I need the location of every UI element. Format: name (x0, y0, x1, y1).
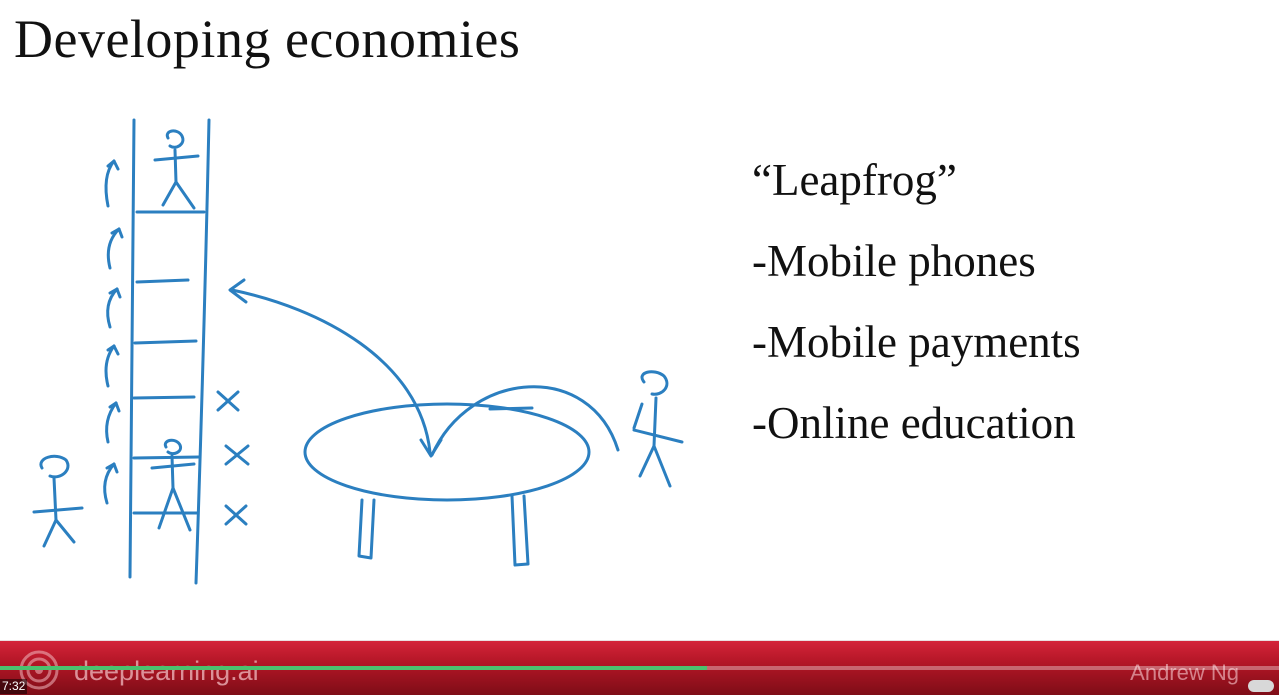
bullet-mobile-phones: -Mobile phones (752, 236, 1036, 286)
brand-name: deeplearning.ai (74, 656, 259, 686)
stick-figure-icon (150, 438, 196, 532)
stick-figure-icon (153, 129, 200, 210)
video-time-label: 7:32 (0, 679, 28, 694)
bullet-list: “Leapfrog” -Mobile phones -Mobile paymen… (752, 140, 1081, 464)
bullet-leapfrog: “Leapfrog” (752, 155, 957, 205)
author-name: Andrew Ng (1130, 660, 1239, 685)
bullet-online-education: -Online education (752, 398, 1076, 448)
stick-figure-icon (32, 454, 84, 548)
hand-drawn-sketch (32, 118, 684, 585)
curved-arrow-icon (228, 278, 432, 454)
scrub-handle[interactable] (1248, 680, 1274, 692)
slide-title: Developing economies (14, 9, 521, 69)
x-mark-icon (216, 390, 250, 526)
video-progress-bar[interactable] (0, 666, 1279, 670)
ladder-icon (128, 118, 211, 585)
curved-arrow-icon (419, 385, 620, 458)
slide: Developing economies “Leapfrog” -Mobile … (14, 9, 1081, 585)
curved-arrow-icon (103, 159, 124, 505)
bullet-mobile-payments: -Mobile payments (752, 317, 1081, 367)
trampoline-icon (303, 402, 591, 567)
stick-figure-icon (632, 370, 684, 488)
video-progress-fill (0, 666, 708, 670)
